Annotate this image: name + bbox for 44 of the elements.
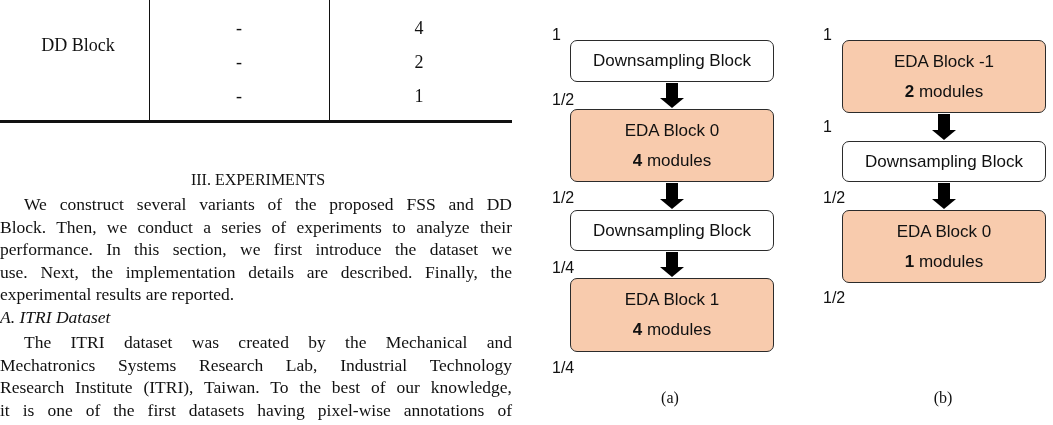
body-paragraph: The ITRI dataset was created by the Mechanical and Mechatronics Systems Research Lab, Industrial Technology Research Institute (ITRI), Taiwan. To the best of our knowledge, it is one of the first datasets having pixel-wise annotations of <box>0 331 512 421</box>
table-number: 2 <box>414 53 424 73</box>
process-box <box>570 40 774 82</box>
scale-label: 1 <box>823 118 832 136</box>
section-heading: III. EXPERIMENTS <box>190 171 326 189</box>
scale-label: 1/4 <box>552 359 575 377</box>
table-number: 4 <box>414 19 424 39</box>
module-count: 1 modules <box>904 251 984 272</box>
scale-label: 1/2 <box>552 91 575 109</box>
highlighted-process-box <box>570 278 774 352</box>
subfigure-label: (b) <box>933 389 953 407</box>
block-title: EDA Block 1 <box>624 289 720 310</box>
highlighted-process-box <box>842 210 1046 283</box>
process-box <box>842 141 1046 182</box>
arrow <box>660 183 684 209</box>
row-header-text: DD Block <box>41 36 115 56</box>
subfigure-label: (a) <box>661 389 679 407</box>
block-title: Downsampling Block <box>865 151 1023 172</box>
scale-label: 1/2 <box>823 289 846 307</box>
body-paragraph: We construct several variants of the proposed FSS and DD Block. Then, we conduct a series of experiments to analyze their performance. In this section, we first introduce the dataset we use. Next, the implementation details are described. Finally, the experimental results are reported. <box>0 193 512 306</box>
module-count: 4 modules <box>632 320 712 341</box>
table-dash: - <box>236 87 242 107</box>
block-title: EDA Block 0 <box>624 120 720 141</box>
table-dash: - <box>236 53 242 73</box>
scale-label: 1 <box>552 26 561 44</box>
arrow <box>932 183 956 209</box>
highlighted-process-box <box>570 109 774 182</box>
module-count: 4 modules <box>632 150 712 171</box>
module-count: 2 modules <box>904 81 984 102</box>
arrow <box>660 252 684 277</box>
arrow <box>932 114 956 140</box>
scale-label: 1/2 <box>823 189 846 207</box>
scale-label: 1/2 <box>552 189 575 207</box>
block-title: Downsampling Block <box>593 51 751 71</box>
block-title: EDA Block 0 <box>896 221 992 242</box>
block-title: EDA Block -1 <box>893 51 995 72</box>
highlighted-process-box <box>842 40 1046 113</box>
table-dash: - <box>236 19 242 39</box>
scale-label: 1 <box>823 26 832 44</box>
process-box <box>570 210 774 251</box>
table-number: 1 <box>414 87 424 107</box>
arrow <box>660 83 684 108</box>
block-title: Downsampling Block <box>593 220 751 241</box>
scale-label: 1/4 <box>552 259 575 277</box>
